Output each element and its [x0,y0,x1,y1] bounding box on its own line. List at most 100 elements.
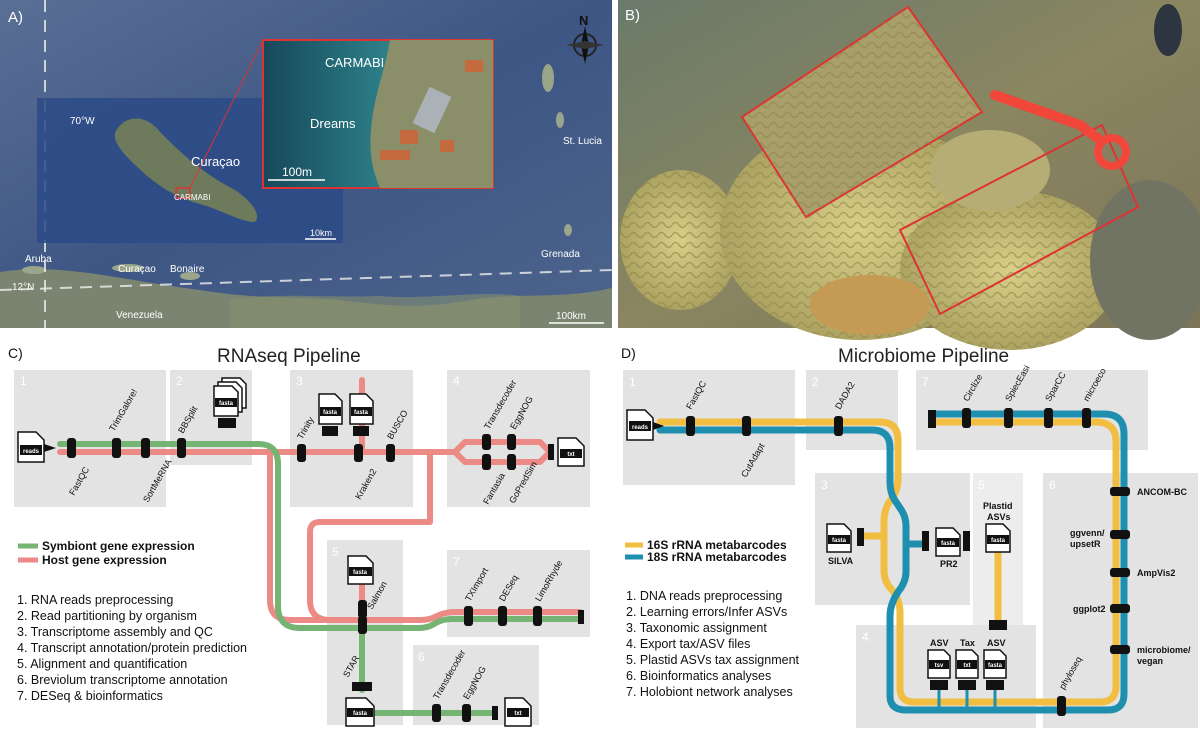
fasta-stack-file-icon: fasta [213,377,247,417]
station-mb-pr2b [963,531,970,551]
station-kraken2 [354,444,363,462]
panel-c-rnaseq: 1 2 3 4 5 6 7 [8,345,590,727]
place-aruba: Aruba [25,254,52,265]
rna-step-6: 6. Breviolum transcriptome annotation [17,673,228,687]
mb-stage-number-7: 7 [922,375,929,389]
station-mb-phyloseq [1057,696,1066,716]
station-sortmerna [141,438,150,458]
mb-step-list: 1. DNA reads preprocessing 2. Learning e… [626,589,800,699]
mb-stage-number-2: 2 [812,375,819,389]
fasta-file-icon-3b: fasta [349,393,374,425]
station-mb-microeco [1082,408,1091,428]
station-mb-dada2 [834,416,843,436]
station-mb-asv2 [986,680,1004,690]
station-mb-spieceasi [1004,408,1013,428]
mb-tool-microbiome-1: microbiome/ [1137,645,1191,655]
mb-tool-pr2: PR2 [940,559,958,569]
legend-symbiont: Symbiont gene expression [42,539,195,553]
panel-b-photo: B) [618,0,1200,350]
rna-step-3: 3. Transcriptome assembly and QC [17,625,213,639]
mb-step-1: 1. DNA reads preprocessing [626,589,782,603]
mb-step-5: 5. Plastid ASVs tax assignment [626,653,800,667]
rna-step-2: 2. Read partitioning by organism [17,609,197,623]
panel-d-letter: D) [621,345,636,361]
place-dreams: Dreams [310,116,356,131]
station-mb-fastqc [686,416,695,436]
station-eggnog [507,434,516,450]
mb-file-fasta-silva: fasta [832,538,847,544]
station-mb-ancombc [1110,487,1130,496]
mb-tool-ggvenn-1: ggvenn/ [1070,528,1105,538]
station-mb-silva [857,528,864,546]
station-mb-ampvis2 [1110,568,1130,577]
station-tximport [464,606,473,626]
rna-step-4: 4. Transcript annotation/protein predict… [17,641,247,655]
rna-file-reads: reads [23,449,40,455]
panel-c-letter: C) [8,345,23,361]
mb-fasta-silva-icon: fasta [826,523,852,553]
station-trimgalore [112,438,121,458]
panel-c-title: RNAseq Pipeline [217,346,361,367]
station-trinity [297,444,306,462]
mb-tool-asv1: ASV [930,638,949,648]
pipe-18s [656,410,1128,714]
mb-tool-asv2: ASV [987,638,1006,648]
mb-stage-number-5: 5 [978,478,985,492]
mb-stage-numbers: 1 2 3 4 5 6 7 [629,375,1056,644]
station-bbsplit [177,438,186,458]
rna-file-txt4: txt [567,452,574,458]
mb-step-3: 3. Taxonomic assignment [626,621,767,635]
txt-file-icon-6: txt [504,697,532,727]
mb-file-fasta-asv: fasta [988,663,1003,669]
station-fastqc [67,438,76,458]
fasta-file-icon-star: fasta [345,697,375,727]
lon-label: 70°W [70,116,95,127]
mb-tool-ancombc: ANCOM-BC [1137,487,1187,497]
pipe-16s [656,418,1120,706]
mb-legend: 16S rRNA metabarcodes 18S rRNA metabarco… [625,538,787,564]
station-mb-tax [958,680,976,690]
mb-tool-microbiome-2: vegan [1137,656,1163,666]
station-mb-cutadapt [742,416,751,436]
txt-file-icon-4: txt [557,437,585,467]
mb-step-4: 4. Export tax/ASV files [626,637,750,651]
rna-file-txt6: txt [514,711,521,717]
station-trinity-file [322,426,338,436]
reads-file-icon: reads [17,431,56,463]
station-busco [386,444,395,462]
mb-files: reads fasta fasta fasta tsv [626,409,1011,679]
mb-tool-plastid-2: ASVs [987,512,1011,522]
mb-file-fasta-pr2: fasta [941,541,956,547]
north-arrow-icon [566,26,604,64]
rna-stage-number-7: 7 [453,555,460,569]
rna-step-7: 7. DESeq & bioinformatics [17,689,163,703]
mb-step-7: 7. Holobiont network analyses [626,685,793,699]
station-eggnog6 [462,704,471,722]
scale-100km: 100km [556,311,586,322]
mb-fasta-asv-icon: fasta [983,649,1007,679]
fasta-file-icon-5: fasta [347,555,374,585]
rna-stage-number-2: 2 [176,374,183,388]
mb-reads-file-icon: reads [626,409,664,441]
rna-file-fasta3b: fasta [354,410,369,416]
place-st-lucia: St. Lucia [563,136,602,147]
station-mb-pr2 [922,531,929,551]
mb-tool-plastid-1: Plastid [983,501,1013,511]
station-mb-microbiome [1110,645,1130,654]
scale-100m: 100m [282,165,312,179]
fasta-file-icon-3a: fasta [318,393,343,425]
panel-d-microbiome: 1 2 3 4 5 6 7 [621,345,1198,728]
place-carmabi-inset: CARMABI [325,55,384,70]
rna-legend: Symbiont gene expression Host gene expre… [18,539,195,567]
scale-10km: 10km [310,228,332,238]
station-mb-asv1 [930,680,948,690]
panel-b-letter: B) [625,7,640,24]
panel-a-letter: A) [8,9,23,26]
mb-tool-silva: SILVA [828,556,854,566]
station-deseq [498,606,507,626]
mb-tool-ggvenn-2: upsetR [1070,539,1101,549]
station-bbsplit-file [218,418,236,428]
station-mb-plastid [989,620,1007,630]
